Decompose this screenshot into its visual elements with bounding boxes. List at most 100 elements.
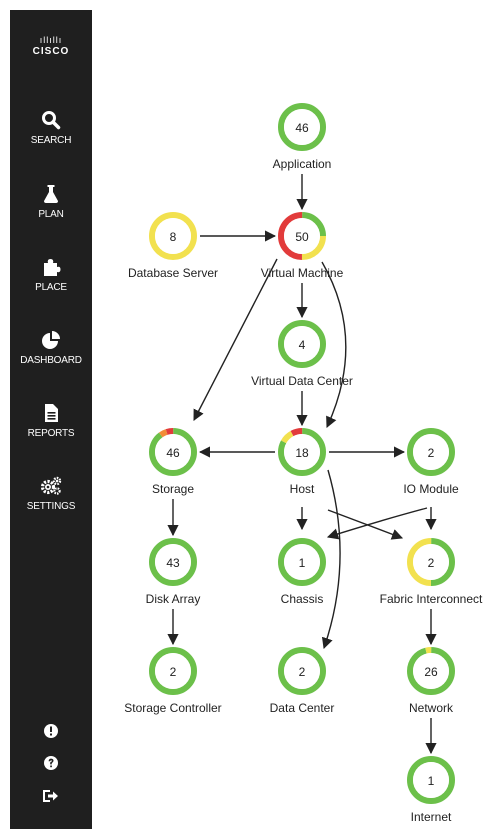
node-count: 4 bbox=[299, 338, 306, 352]
nav-plan[interactable]: PLAN bbox=[10, 184, 92, 220]
alert-icon[interactable] bbox=[41, 721, 61, 741]
status-ring-ok bbox=[149, 428, 197, 476]
node-label: Chassis bbox=[281, 592, 324, 606]
node-center bbox=[284, 653, 320, 689]
node-label: IO Module bbox=[403, 482, 459, 496]
sidebar: ıllıllı CISCO SEARCH PLAN PLACE DASHBOAR… bbox=[10, 10, 92, 829]
nav-search[interactable]: SEARCH bbox=[10, 110, 92, 146]
edge-host-to-data-center bbox=[321, 469, 341, 650]
nav-reports-label: REPORTS bbox=[27, 428, 75, 439]
help-icon[interactable] bbox=[41, 753, 61, 773]
nav-settings-label: SETTINGS bbox=[26, 501, 76, 512]
node-count: 1 bbox=[428, 774, 435, 788]
nav-plan-label: PLAN bbox=[38, 209, 64, 220]
node-center bbox=[413, 434, 449, 470]
nav-dashboard-label: DASHBOARD bbox=[20, 355, 82, 366]
logo-bars: ıllıllı bbox=[39, 35, 63, 45]
status-ring-ok bbox=[278, 320, 326, 368]
node-center bbox=[284, 109, 320, 145]
node-count: 2 bbox=[170, 665, 177, 679]
edge-host-to-fabric-interconnect bbox=[327, 509, 404, 540]
status-ring-ok bbox=[407, 538, 455, 586]
edges-layer bbox=[167, 174, 437, 755]
node-label: Virtual Data Center bbox=[251, 374, 353, 388]
nav-settings[interactable]: SETTINGS bbox=[10, 476, 92, 512]
node-center bbox=[413, 653, 449, 689]
node-center bbox=[284, 218, 320, 254]
nav-search-label: SEARCH bbox=[30, 135, 72, 146]
node-count: 2 bbox=[299, 665, 306, 679]
nav-place-label: PLACE bbox=[35, 282, 67, 293]
node-label: Application bbox=[273, 157, 332, 171]
node-center bbox=[155, 434, 191, 470]
node-count: 46 bbox=[166, 446, 180, 460]
nav-place[interactable]: PLACE bbox=[10, 257, 92, 293]
status-ring-ok bbox=[407, 756, 455, 804]
node-label: Database Server bbox=[128, 266, 218, 280]
search-icon bbox=[42, 111, 61, 130]
pie-chart-icon bbox=[42, 331, 60, 349]
cisco-logo: ıllıllı CISCO bbox=[10, 35, 92, 58]
puzzle-icon bbox=[44, 259, 61, 276]
edge-virtual-machine-to-host bbox=[321, 261, 347, 429]
node-center bbox=[284, 434, 320, 470]
document-icon bbox=[45, 404, 58, 422]
flask-icon bbox=[44, 185, 58, 203]
status-ring-ok bbox=[278, 103, 326, 151]
node-label: Disk Array bbox=[146, 592, 201, 606]
status-ring-critical bbox=[149, 428, 197, 476]
logout-icon[interactable] bbox=[41, 786, 61, 806]
status-ring-warning bbox=[149, 212, 197, 260]
status-ring-ok bbox=[407, 428, 455, 476]
node-center bbox=[413, 544, 449, 580]
nav-dashboard[interactable]: DASHBOARD bbox=[10, 330, 92, 366]
node-center bbox=[284, 544, 320, 580]
gears-icon bbox=[40, 476, 62, 495]
edge-virtual-machine-to-storage bbox=[193, 258, 278, 421]
status-ring-ok bbox=[278, 538, 326, 586]
edge-io-module-to-chassis bbox=[326, 507, 428, 540]
status-ring-warning bbox=[407, 647, 455, 695]
nav-reports[interactable]: REPORTS bbox=[10, 403, 92, 439]
logo-text: CISCO bbox=[32, 46, 70, 57]
node-center bbox=[155, 218, 191, 254]
node-count: 8 bbox=[170, 230, 177, 244]
node-count: 50 bbox=[295, 230, 309, 244]
node-label: Data Center bbox=[270, 701, 335, 715]
node-count: 26 bbox=[424, 665, 438, 679]
node-count: 2 bbox=[428, 556, 435, 570]
status-ring-warning bbox=[278, 212, 326, 260]
node-center bbox=[284, 326, 320, 362]
status-ring-warning bbox=[407, 538, 455, 586]
status-ring-ok bbox=[149, 538, 197, 586]
node-count: 18 bbox=[295, 446, 309, 460]
node-label: Host bbox=[290, 482, 315, 496]
status-ring-critical bbox=[278, 428, 326, 476]
node-label: Storage bbox=[152, 482, 194, 496]
node-count: 2 bbox=[428, 446, 435, 460]
node-center bbox=[413, 762, 449, 798]
node-label: Internet bbox=[411, 810, 452, 824]
node-count: 43 bbox=[166, 556, 180, 570]
status-ring-ok bbox=[407, 647, 455, 695]
status-ring-ok bbox=[278, 647, 326, 695]
node-count: 1 bbox=[299, 556, 306, 570]
node-label: Fabric Interconnect bbox=[380, 592, 483, 606]
node-center bbox=[155, 544, 191, 580]
node-io-module[interactable]: 2 IO Module bbox=[403, 428, 459, 496]
